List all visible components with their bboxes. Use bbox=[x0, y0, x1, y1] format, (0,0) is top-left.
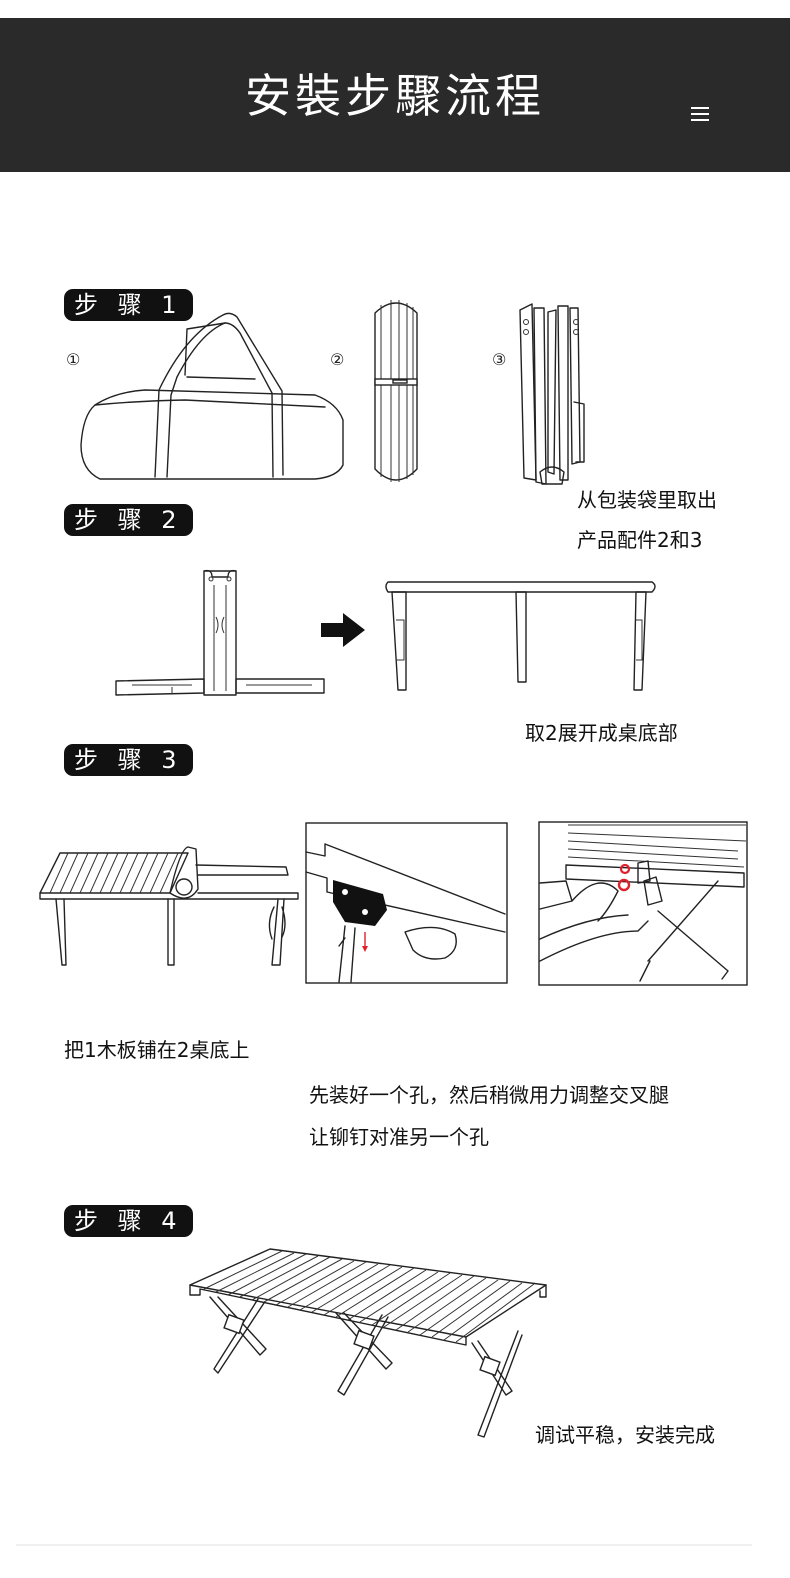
rolled-tabletop-illustration bbox=[374, 300, 418, 482]
step-1-badge: 步 骤 1 bbox=[64, 289, 193, 321]
step-4-caption: 调试平稳，安装完成 bbox=[535, 1423, 715, 1447]
unfolded-frame-illustration bbox=[385, 581, 656, 691]
hamburger-menu-icon[interactable] bbox=[691, 107, 709, 122]
step-2-caption: 取2展开成桌底部 bbox=[525, 721, 678, 745]
step-3-badge: 步 骤 3 bbox=[64, 744, 193, 776]
right-arrow-icon bbox=[321, 613, 365, 647]
step-3-caption: 把1木板铺在2桌底上 bbox=[64, 1038, 250, 1062]
detail-photo-rivet-insert bbox=[305, 822, 508, 984]
page-title: 安裝步驟流程 bbox=[245, 69, 545, 123]
step-3-detail-caption-line-2: 让铆钉对准另一个孔 bbox=[309, 1125, 489, 1149]
laying-tabletop-illustration bbox=[39, 846, 299, 966]
detail-photo-align-rivet bbox=[538, 821, 748, 986]
bottom-divider bbox=[16, 1544, 752, 1546]
step-2-badge: 步 骤 2 bbox=[64, 504, 193, 536]
carry-bag-illustration bbox=[80, 312, 344, 480]
part-number-2: ② bbox=[330, 350, 345, 369]
step-3-detail-caption-line-1: 先装好一个孔，然后稍微用力调整交叉腿 bbox=[309, 1083, 669, 1107]
folded-legs-illustration bbox=[519, 303, 585, 485]
assembled-table-illustration bbox=[189, 1248, 547, 1438]
part-number-1: ① bbox=[66, 350, 81, 369]
step-1-caption-line-2: 产品配件2和3 bbox=[577, 528, 703, 552]
step-4-badge: 步 骤 4 bbox=[64, 1205, 193, 1237]
folded-frame-illustration bbox=[115, 569, 325, 696]
step-1-caption-line-1: 从包装袋里取出 bbox=[577, 488, 717, 512]
part-number-3: ③ bbox=[492, 350, 507, 369]
page-header: 安裝步驟流程 bbox=[0, 18, 790, 172]
